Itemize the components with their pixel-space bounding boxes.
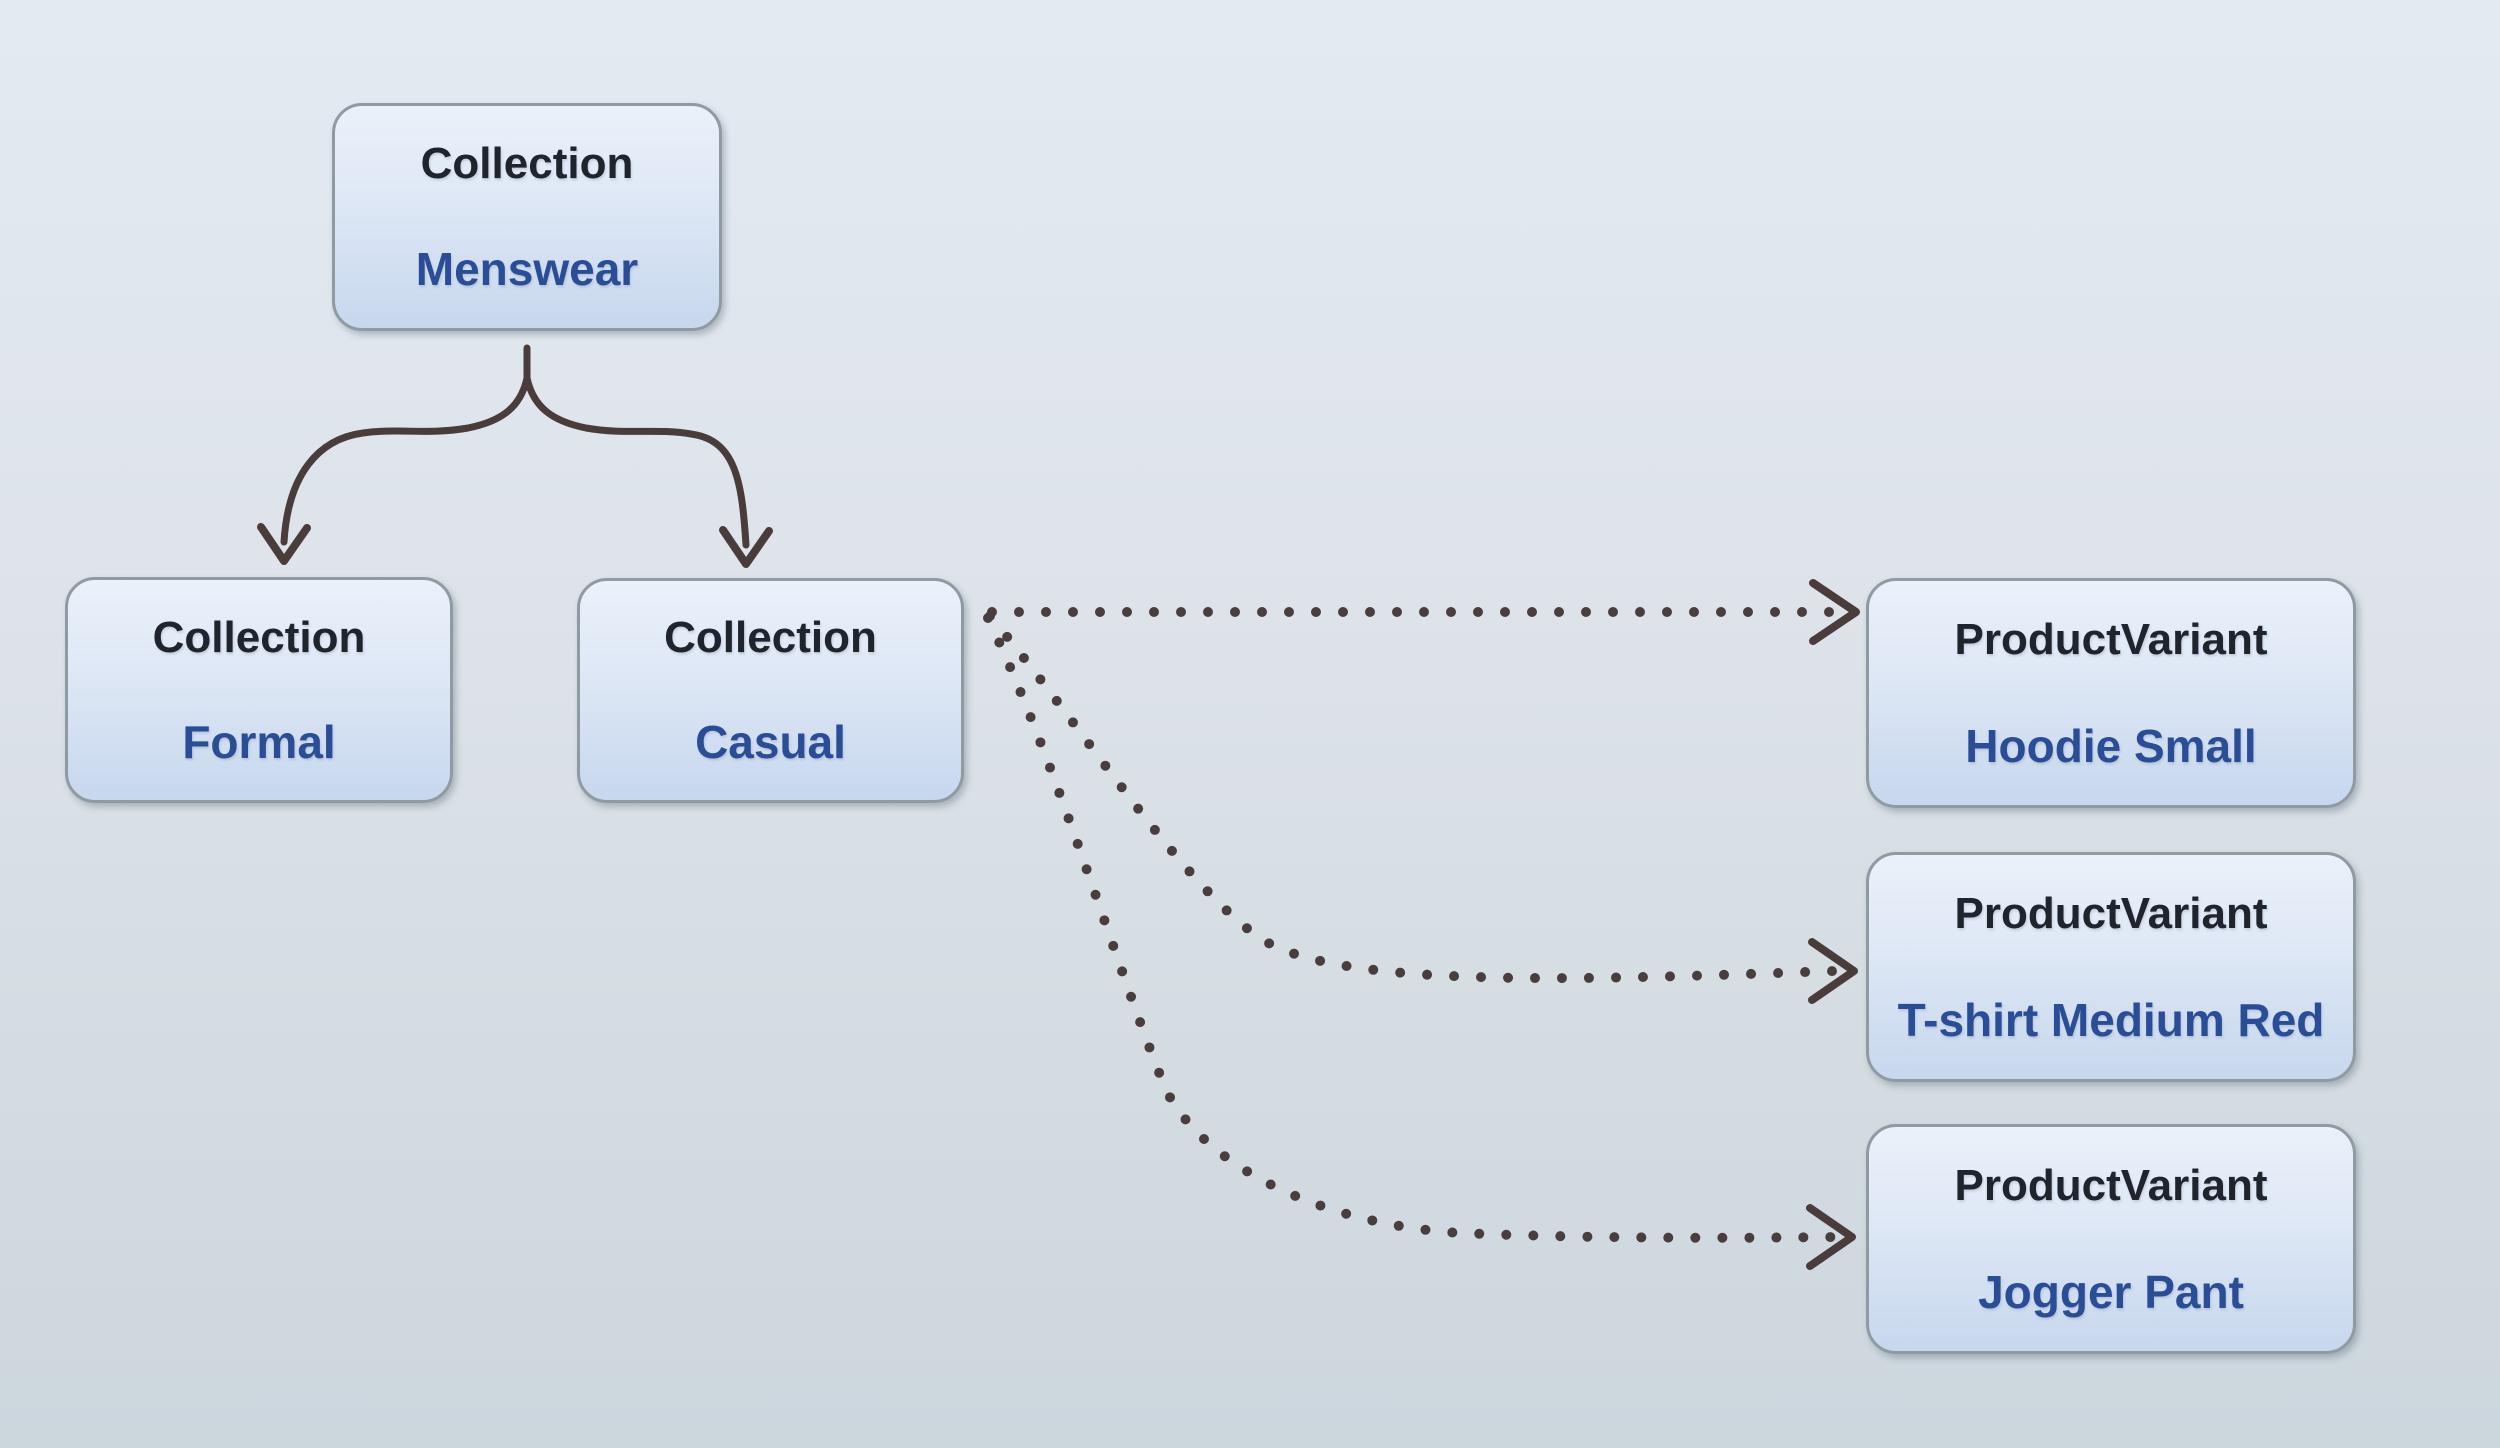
- node-collection-formal: Collection Formal: [65, 577, 453, 803]
- entity-type-label: ProductVariant: [1954, 888, 2268, 938]
- entity-name-label: Casual: [695, 715, 846, 768]
- arrowhead-menswear-to-formal: [257, 523, 311, 565]
- entity-type-label: ProductVariant: [1954, 1160, 2268, 1210]
- arrowhead-menswear-to-casual: [719, 526, 773, 568]
- entity-type-label: ProductVariant: [1954, 614, 2268, 664]
- node-productvariant-hoodie-small: ProductVariant Hoodie Small: [1866, 578, 2356, 808]
- solid-arrow-menswear-to-casual: [523, 374, 750, 549]
- entity-name-label: T-shirt Medium Red: [1897, 993, 2325, 1046]
- entity-name-label: Jogger Pant: [1978, 1265, 2244, 1318]
- node-productvariant-jogger-pant: ProductVariant Jogger Pant: [1866, 1124, 2356, 1354]
- entity-name-label: Hoodie Small: [1965, 719, 2257, 772]
- node-collection-casual: Collection Casual: [577, 578, 964, 803]
- entity-type-label: Collection: [664, 613, 877, 663]
- arrowhead-casual-to-jogger-pant: [1806, 1204, 1856, 1270]
- node-collection-menswear: Collection Menswear: [332, 103, 722, 331]
- dotted-arrow-casual-to-jogger-pant: [983, 613, 1841, 1243]
- arrowhead-casual-to-hoodie-small: [1809, 579, 1860, 645]
- node-productvariant-tshirt-medium-red: ProductVariant T-shirt Medium Red: [1866, 852, 2356, 1082]
- entity-name-label: Menswear: [415, 243, 639, 295]
- solid-arrow-menswear-to-formal: [280, 374, 531, 546]
- entity-type-label: Collection: [152, 612, 366, 662]
- entity-name-label: Formal: [182, 715, 336, 768]
- dotted-arrow-casual-to-tshirt-medium-red: [985, 611, 1841, 984]
- arrowhead-casual-to-tshirt-medium-red: [1808, 938, 1858, 1004]
- entity-type-label: Collection: [420, 139, 634, 188]
